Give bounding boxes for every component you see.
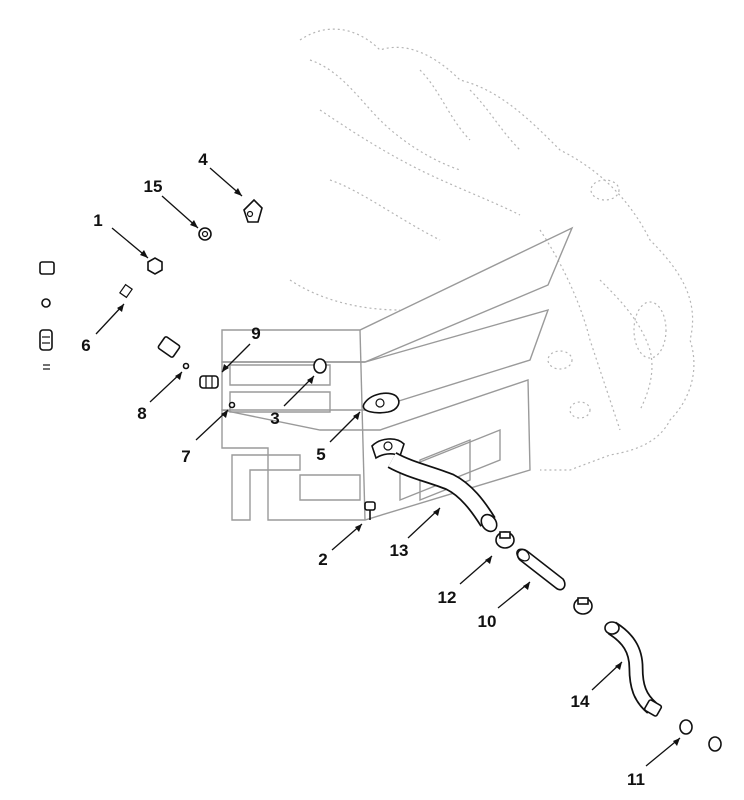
part-clamp-lower	[573, 597, 593, 615]
part-8-seal	[182, 362, 190, 370]
callout-1: 1	[93, 211, 102, 230]
callout-7: 7	[181, 447, 190, 466]
callout-8: 8	[137, 404, 146, 423]
part-14-lower-tube	[604, 621, 663, 717]
callout-13: 13	[390, 541, 409, 560]
callout-5: 5	[316, 445, 325, 464]
part-10-hose	[516, 548, 566, 591]
part-15-nut	[198, 227, 212, 241]
callout-15: 15	[144, 177, 163, 196]
callout-2: 2	[318, 550, 327, 569]
part-2-bolt	[364, 501, 376, 520]
callout-6: 6	[81, 336, 90, 355]
part-9-adapter	[199, 375, 219, 389]
part-4-clip	[243, 198, 263, 223]
part-3-o-ring	[313, 358, 327, 374]
callout-4: 4	[198, 150, 208, 169]
part-7-seal	[228, 401, 236, 409]
mounting-bracket-outline	[221, 226, 574, 521]
callout-11: 11	[627, 770, 645, 789]
fitting-small-parts	[39, 298, 53, 370]
callout-10: 10	[478, 612, 497, 631]
callout-14: 14	[571, 692, 590, 711]
leader-lines	[95, 167, 681, 767]
callout-12: 12	[438, 588, 457, 607]
callout-9: 9	[251, 324, 260, 343]
part-13-outlet-tube	[371, 438, 498, 533]
part-6-tube	[39, 252, 181, 358]
part-1-nut	[147, 257, 163, 275]
engine-block-outline	[289, 28, 695, 471]
part-11-o-rings	[679, 719, 722, 752]
part-5-gasket	[362, 392, 400, 414]
callout-3: 3	[270, 409, 279, 428]
callout-labels: 1 2 3 4 5 6 7 8 9 10 11 12 13 14 15	[81, 150, 645, 789]
part-12-clamp	[495, 531, 515, 549]
